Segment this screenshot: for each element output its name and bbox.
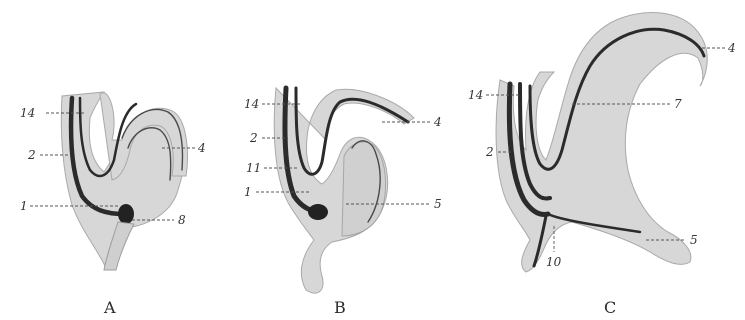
- figure-b-label-4: 4: [433, 115, 442, 129]
- figure-c-label-7: 7: [674, 97, 682, 111]
- figure-a-label-2: 2: [27, 148, 36, 162]
- figure-b-label-11: 11: [246, 161, 261, 175]
- figure-b-label-14: 14: [244, 97, 259, 111]
- figure-c-caption: C: [604, 298, 616, 317]
- figure-a-label-1: 1: [20, 199, 28, 213]
- figure-a: 14 2 1 4 8 A: [20, 92, 206, 317]
- figure-b-caption: B: [334, 298, 346, 317]
- figure-c-label-5: 5: [690, 233, 698, 247]
- figure-a-label-8: 8: [178, 213, 186, 227]
- figure-b: 14 2 11 1 4 5 B: [244, 88, 442, 317]
- figure-c-label-14: 14: [468, 88, 483, 102]
- figure-a-label-4: 4: [197, 141, 206, 155]
- figure-a-junction: [118, 204, 134, 224]
- figure-b-label-1: 1: [244, 185, 252, 199]
- figure-c-label-4: 4: [727, 41, 736, 55]
- figure-c-label-2: 2: [485, 145, 494, 159]
- figure-b-label-5: 5: [434, 197, 442, 211]
- figure-a-label-14: 14: [20, 106, 35, 120]
- figure-b-label-2: 2: [249, 131, 258, 145]
- figure-b-junction: [308, 204, 328, 220]
- figure-c-label-10: 10: [546, 255, 562, 269]
- figure-c: 14 2 7 4 5 10 C: [468, 13, 736, 317]
- figure-a-caption: A: [103, 298, 116, 317]
